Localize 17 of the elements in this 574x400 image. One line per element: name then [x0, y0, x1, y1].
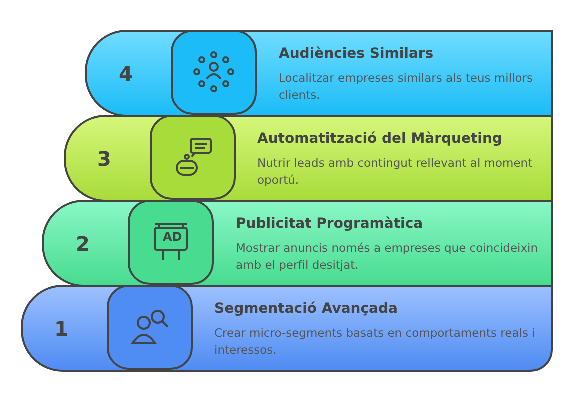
step-band: [20, 285, 553, 372]
step-description: Mostrar anuncis només a empreses que coincideixin amb el perfil desitjat.: [236, 240, 540, 274]
step-number: 1: [54, 317, 68, 341]
step-number: 4: [119, 62, 133, 86]
step-title: Segmentació Avançada: [214, 301, 398, 317]
step-title: Audiències Similars: [279, 46, 434, 62]
step-band: [64, 115, 553, 202]
step-description: Localitzar empreses similars als teus millors clients.: [279, 70, 534, 104]
step-title: Publicitat Programàtica: [236, 216, 424, 232]
billboard-text: AD: [163, 230, 182, 244]
step-band: [42, 200, 553, 287]
step-band: [85, 30, 553, 117]
step-description: Crear micro-segments basats en comportaments reals i interessos.: [214, 325, 536, 359]
step-description: Nutrir leads amb contingut rellevant al moment oportú.: [258, 155, 534, 189]
step-number: 3: [98, 147, 112, 171]
step-number: 2: [76, 232, 90, 256]
step-title: Automatització del Màrqueting: [258, 131, 502, 147]
